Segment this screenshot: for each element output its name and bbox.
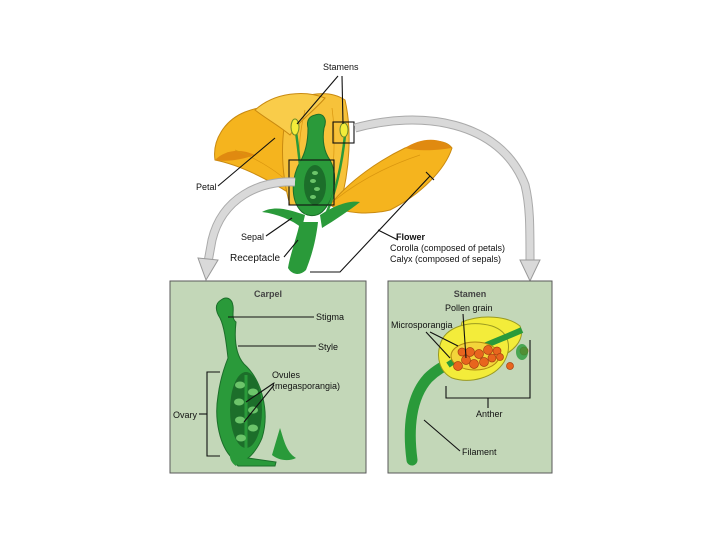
petal-left-fold <box>215 150 255 161</box>
carpel-panel-bg <box>169 280 367 474</box>
corolla-label: Corolla (composed of petals) <box>390 243 505 253</box>
stamen-filament-left <box>294 131 308 215</box>
ovules-sublabel: (megasporangia) <box>272 381 340 391</box>
stamen-anther-right <box>339 122 349 138</box>
anther-bracket <box>445 340 531 408</box>
sepal-right <box>320 201 360 228</box>
style-label: Style <box>318 342 338 352</box>
microsporangia-label: Microsporangia <box>391 320 453 330</box>
ovules-label: Ovules <box>272 370 301 380</box>
flower-ovules <box>310 171 320 199</box>
carpel-left-lobe <box>229 450 240 466</box>
stamens-label: Stamens <box>323 62 359 72</box>
flower-labels: Stamens Petal Sepal Receptacle Flower Co… <box>196 62 505 273</box>
receptacle-label: Receptacle <box>230 253 280 264</box>
petal-label: Petal <box>196 182 217 192</box>
pollen-grain-label: Pollen grain <box>445 303 493 313</box>
stigma-label: Stigma <box>316 312 344 322</box>
stamen-anther-left <box>290 118 300 136</box>
receptacle <box>288 222 318 274</box>
flower-bracket <box>310 171 435 273</box>
stamen-panel: Stamen Pollen grain Microsporangia <box>387 280 553 474</box>
sepal-label: Sepal <box>241 232 264 242</box>
filament-label: Filament <box>462 447 497 457</box>
ovary-bracket <box>206 371 220 457</box>
carpel-panel: Carpel Stigma Style Ovules (megasporangi… <box>169 280 367 474</box>
stamen-title: Stamen <box>454 289 487 299</box>
carpel-title: Carpel <box>254 289 282 299</box>
flower-ovary-inner <box>304 165 326 205</box>
anther-label: Anther <box>476 409 503 419</box>
arrow-head-stamen <box>519 259 541 283</box>
stamen-filament-right <box>324 134 347 215</box>
sepal-left <box>262 208 305 228</box>
petal-top <box>254 93 326 136</box>
ovary-label: Ovary <box>173 410 198 420</box>
petal-right-fold <box>405 139 452 151</box>
calyx-label: Calyx (composed of sepals) <box>390 254 501 264</box>
carpel-right-lobe <box>272 428 296 461</box>
arrow-head-carpel <box>197 257 219 282</box>
anther-tip <box>516 344 528 360</box>
zoom-arrows <box>197 115 541 283</box>
flower-title: Flower <box>396 232 426 242</box>
